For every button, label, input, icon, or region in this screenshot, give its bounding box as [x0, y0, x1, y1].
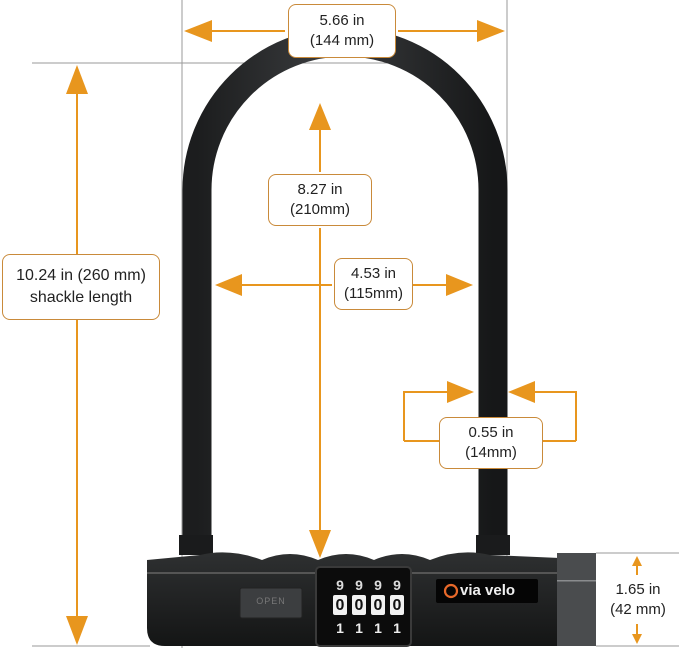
dial-2-top: 9: [355, 577, 363, 593]
shackle-diameter-label: 0.55 in (14mm): [439, 417, 543, 469]
dial-4-mid[interactable]: 0: [392, 597, 402, 614]
shackle-length-caption: shackle length: [29, 289, 133, 306]
width-outer-label: 5.66 in (144 mm): [288, 4, 396, 58]
brand-plate: [436, 579, 538, 603]
guide-lines: [32, 0, 679, 648]
dial-3-top: 9: [374, 577, 382, 593]
dimension-arrows: [66, 20, 642, 645]
brand-name: via velo: [460, 582, 516, 599]
open-button-graphic: [239, 587, 303, 619]
body-height-mm: (42 mm): [610, 601, 666, 618]
inner-height-label: 8.27 in (210mm): [268, 174, 372, 226]
shackle-length-label: 10.24 in (260 mm) shackle length: [2, 254, 160, 320]
shackle-diameter-mm: (14mm): [465, 444, 517, 461]
dial-4-top: 9: [393, 577, 401, 593]
brand-logo-icon: [443, 583, 459, 599]
shackle-diameter-in: 0.55 in: [468, 424, 514, 441]
inner-height-in: 8.27 in: [297, 181, 343, 198]
width-outer-in: 5.66 in: [319, 12, 365, 29]
inner-width-mm: (115mm): [344, 285, 403, 302]
dial-1-top: 9: [336, 577, 344, 593]
dial-1-bottom: 1: [336, 620, 344, 636]
body-height-label: 1.65 in (42 mm): [598, 580, 678, 620]
inner-width-in: 4.53 in: [350, 265, 397, 282]
dial-2-bottom: 1: [355, 620, 363, 636]
body-height-in: 1.65 in: [615, 581, 661, 598]
dial-3-bottom: 1: [374, 620, 382, 636]
dial-2-mid[interactable]: 0: [354, 597, 364, 614]
width-outer-mm: (144 mm): [309, 32, 375, 49]
open-button-label: OPEN: [256, 596, 286, 606]
dial-3-mid[interactable]: 0: [373, 597, 383, 614]
shackle-length-value: 10.24 in (260 mm): [16, 267, 146, 284]
dial-1-mid[interactable]: 0: [335, 597, 345, 614]
dial-wheels: [333, 595, 404, 615]
inner-height-mm: (210mm): [289, 201, 350, 218]
end-cap: [557, 553, 596, 646]
lock-body: [147, 552, 596, 647]
inner-width-label: 4.53 in (115mm): [334, 258, 413, 310]
dial-4-bottom: 1: [393, 620, 401, 636]
